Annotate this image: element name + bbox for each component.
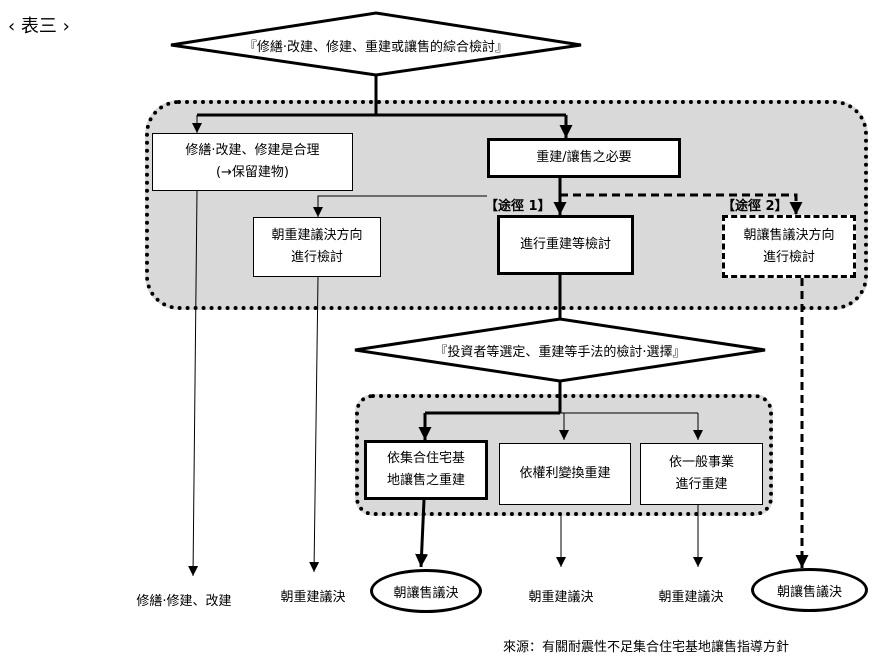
rebuild-review-box: 進行重建等檢討 [497,215,634,275]
toward-rebuild-review-box: 朝重建議決方向 進行檢討 [253,217,381,277]
rights-conversion-box: 依權利變換重建 [499,443,631,505]
outcome-sale-2: 朝讓售議決 [751,568,868,612]
arrow-to-outcome-sale1 [415,499,429,568]
outcome-rebuild-1: 朝重建議決 [280,590,346,605]
second-decision-label: 『投資者等選定、重建等手法的檢討‧選擇』 [434,345,686,360]
repair-reasonable-box: 修繕‧改建、修建是合理 (→保留建物) [152,133,353,191]
collective-sale-box: 依集合住宅基 地讓售之重建 [364,440,488,500]
source-note: 來源：有關耐震性不足集合住宅基地讓售指導方針 [503,640,790,655]
route2-tag: 【途徑 2】 [722,199,788,214]
top-decision-label: 『修繕‧改建、修建、重建或讓售的綜合檢討』 [243,40,509,55]
outcome-sale-1: 朝讓售議決 [370,569,482,613]
outcome-rebuild-2: 朝重建議決 [528,590,594,605]
second-decision-diamond [354,317,766,383]
arrow-to-toward-rebuild-review [313,195,487,217]
arrow-to-outcome-repair [188,190,199,577]
route1-tag: 【途徑 1】 [485,199,551,214]
arrow-to-outcome-rebuild1 [309,276,320,573]
rebuild-necessity-box: 重建/讓售之必要 [487,138,681,178]
outcome-repair: 修繕‧修建、改建 [136,594,232,609]
outcome-rebuild-3: 朝重建議決 [658,590,724,605]
table-heading: ‹ 表三 › [8,16,70,37]
top-decision-diamond [170,11,582,77]
general-project-box: 依一般事業 進行重建 [640,443,763,505]
arrow-route2 [560,193,803,215]
toward-sale-review-box: 朝讓售議決方向 進行檢討 [722,215,856,278]
